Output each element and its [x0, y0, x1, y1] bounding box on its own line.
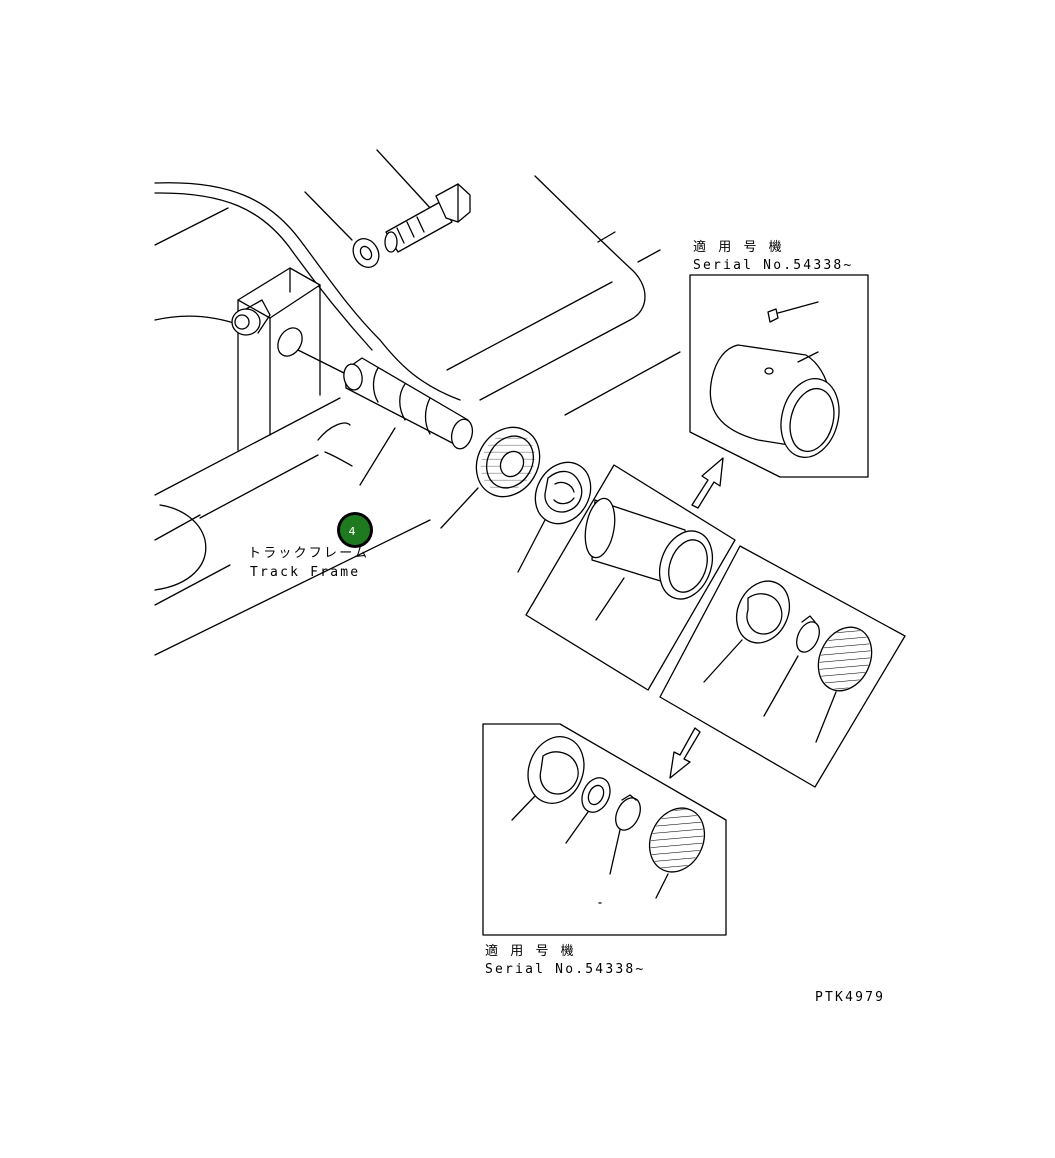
seal-left	[440, 426, 541, 529]
track-frame-label-en: Track Frame	[250, 565, 360, 580]
arrow-up	[691, 457, 724, 509]
collar-box	[525, 464, 736, 691]
bolt	[376, 149, 471, 253]
top-inset-box	[689, 274, 869, 478]
applicable-top-serial: Serial No.54338~	[693, 258, 853, 273]
right-parts-box	[659, 545, 906, 788]
drawing-code: PTK4979	[815, 990, 885, 1005]
frame-plate	[446, 175, 681, 416]
track-frame	[154, 182, 461, 656]
bearing-left	[517, 461, 592, 573]
applicable-top-jp: 適 用 号 機	[693, 239, 784, 255]
arrow-down	[669, 727, 701, 779]
track-frame-label-jp: トラックフレーム	[248, 546, 369, 561]
callout-4-bubble[interactable]: 4	[337, 512, 373, 548]
callout-4-number: 4	[349, 525, 356, 538]
washer	[304, 191, 380, 268]
applicable-bottom-jp: 適 用 号 機	[485, 943, 576, 959]
shaft	[297, 349, 474, 486]
applicable-bottom-serial: Serial No.54338~	[485, 962, 645, 977]
bottom-inset-box	[482, 723, 727, 936]
